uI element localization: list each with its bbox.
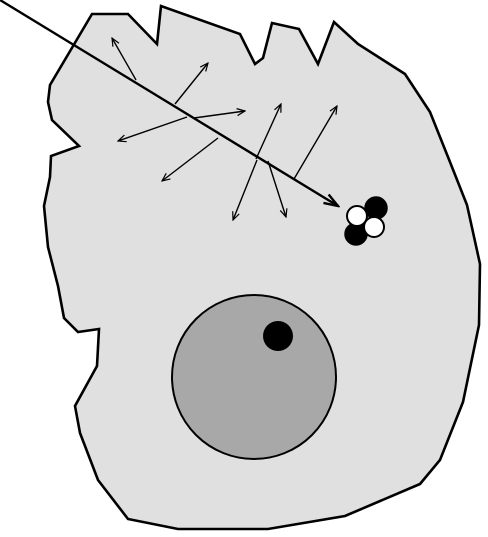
nucleus bbox=[172, 295, 336, 459]
cluster-light-particle-2 bbox=[364, 217, 384, 237]
cluster-dark-particle-1 bbox=[365, 197, 387, 219]
nucleolus bbox=[263, 321, 293, 351]
